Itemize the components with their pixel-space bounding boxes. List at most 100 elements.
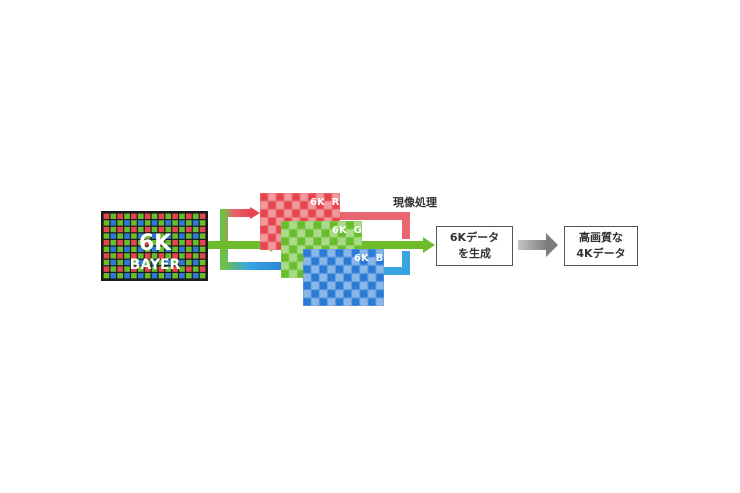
bayer-cell [103,246,110,252]
plane-cell [297,245,305,254]
bayer-cell [199,220,206,226]
bayer-cell [144,259,151,266]
plane-cell [316,209,324,217]
bayer-cell [144,226,151,233]
plane-cell [289,254,297,262]
bayer-cell [172,246,178,252]
bayer-cell [137,226,144,233]
plane-cell [303,282,311,290]
plane-cell [311,265,319,273]
bayer-cell [124,273,130,279]
processing-label: 現像処理 [393,196,437,209]
bayer-cell [103,259,110,266]
plane-cell [284,201,292,209]
bayer-cell [103,240,110,246]
plane-cell [289,221,297,229]
bayer-cell [124,266,130,272]
plane-cell [281,221,289,229]
plane-cell [344,257,352,265]
plane-cell [352,265,360,273]
plane-cell [308,193,316,201]
bayer-cell [110,253,117,259]
bayer-cell [131,266,137,272]
generate-6k-data-box: 6Kデータ を生成 [436,226,513,266]
bayer-cell [192,266,199,272]
plane-cell [281,245,289,254]
bayer-cell [103,220,110,226]
bayer-cell [172,253,178,259]
bayer-cell [165,233,172,239]
plane-cell [281,254,289,262]
plane-cell [346,221,354,229]
bayer-cell [172,273,178,279]
g-plane-label: 6K G [332,225,362,236]
bayer-cell [151,220,158,226]
plane-cell [324,193,332,201]
plane-cell [319,273,327,282]
bayer-cell [165,253,172,259]
bayer-cell [199,266,206,272]
plane-cell [368,257,376,265]
plane-cell [322,229,330,237]
plane-cell [281,237,289,245]
plane-cell [319,257,327,265]
bayer-cell [144,253,151,259]
bayer-cell [110,259,117,266]
bayer-mosaic: 6K BAYER [101,211,208,281]
plane-cell [319,282,327,290]
plane-cell [360,273,368,282]
bayer-cell [179,220,185,226]
bayer-cell [137,253,144,259]
plane-cell [324,209,332,217]
bayer-cell [117,266,123,272]
plane-cell [292,201,300,209]
bayer-cell [192,213,199,219]
bayer-cell [110,213,117,219]
plane-cell [289,270,297,278]
bayer-cell [151,259,158,266]
plane-cell [354,229,362,237]
bayer-cell [158,246,165,252]
plane-cell [284,193,292,201]
bayer-cell [144,266,151,272]
plane-cell [292,193,300,201]
bayer-cell [192,259,199,266]
plane-cell [308,209,316,217]
bayer-cell [199,240,206,246]
bayer-cell [186,220,192,226]
bayer-cell [179,273,185,279]
plane-cell [313,237,321,245]
bayer-cell [199,253,206,259]
plane-cell [311,257,319,265]
plane-cell [368,265,376,273]
bayer-cell [144,233,151,239]
plane-cell [316,193,324,201]
bayer-cell [186,273,192,279]
plane-cell [276,201,284,209]
bayer-cell [137,220,144,226]
bayer-cell [179,253,185,259]
plane-cell [327,273,335,282]
bayer-cell [131,233,137,239]
plane-cell [344,273,352,282]
plane-cell [352,290,360,298]
generate-box-line1: 6Kデータ [449,231,500,244]
bayer-cell [137,246,144,252]
bayer-cell [165,220,172,226]
bayer-cell [199,233,206,239]
bayer-cell [124,259,130,266]
bayer-cell [151,233,158,239]
plane-cell [284,209,292,217]
plane-cell [338,237,346,245]
bayer-cell [186,246,192,252]
bayer-cell [199,213,206,219]
plane-cell [335,249,343,257]
bayer-cell [124,246,130,252]
plane-cell [368,273,376,282]
plane-cell [268,242,276,250]
bayer-cell [179,266,185,272]
r-plane-label: 6K R [310,197,340,208]
bayer-cell [103,253,110,259]
b-plane: 6K B [303,249,384,306]
